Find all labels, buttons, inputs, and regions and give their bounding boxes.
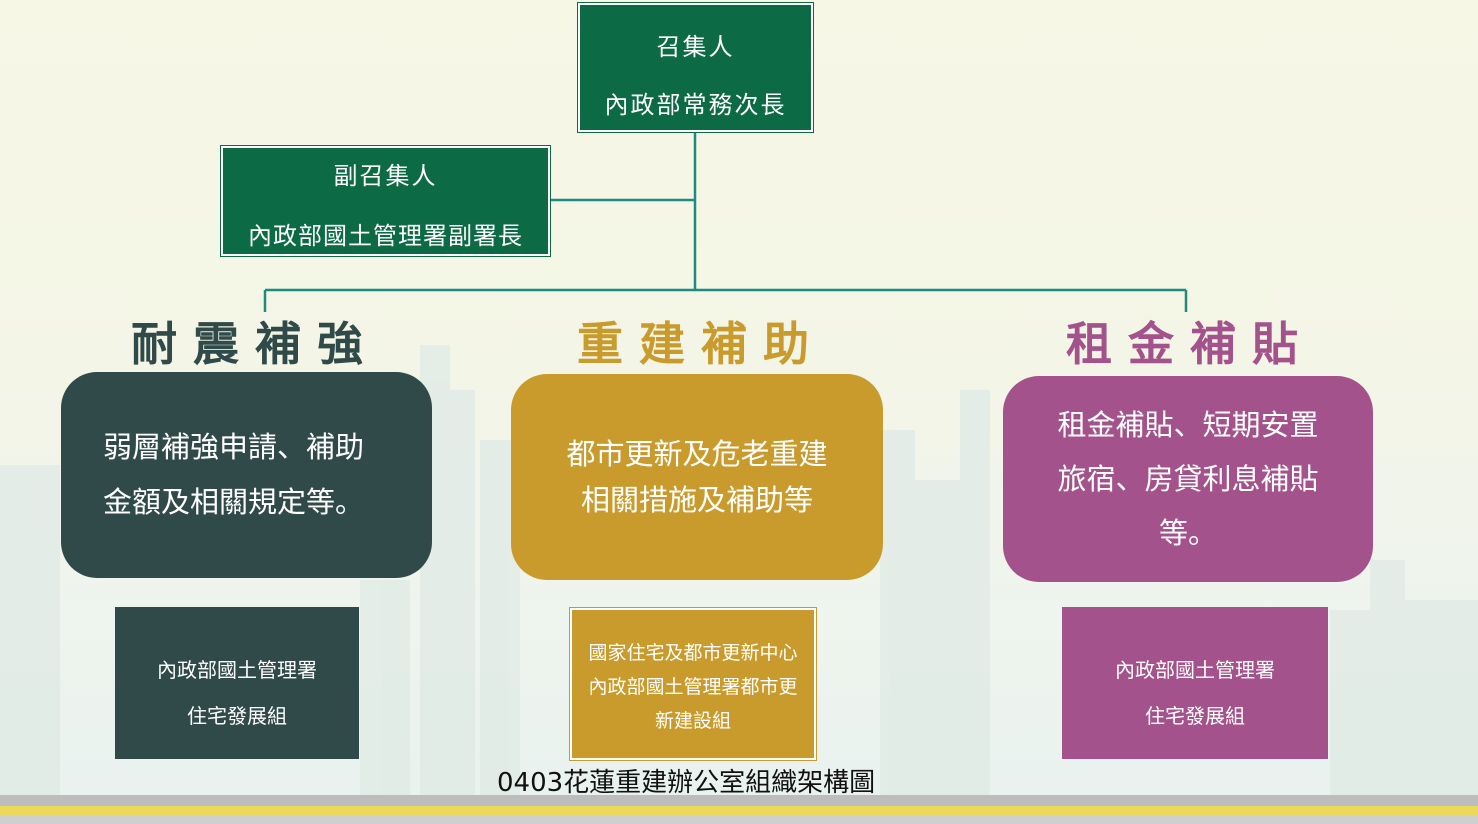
card-line: 租金補貼、短期安置 — [1057, 408, 1319, 442]
card-line: 弱層補強申請、補助 — [103, 430, 365, 464]
reconstruction-subsidy-unit-box: 國家住宅及都市更新中心 內政部國土管理署都市更 新建設組 — [569, 607, 817, 761]
unit-line: 內政部國土管理署 — [1115, 658, 1275, 682]
unit-line: 住宅發展組 — [1145, 704, 1245, 728]
branch-heading-seismic-retrofit: 耐震補強 — [131, 317, 379, 371]
unit-line: 國家住宅及都市更新中心 — [588, 642, 798, 664]
card-line: 金額及相關規定等。 — [103, 485, 365, 519]
rent-subsidy-card: 租金補貼、短期安置 旅宿、房貸利息補貼 等。 — [1003, 376, 1373, 582]
footer-band-gray-bottom — [0, 816, 1478, 824]
card-line: 等。 — [1158, 516, 1217, 550]
seismic-retrofit-unit-box: 內政部國土管理署 住宅發展組 — [115, 607, 359, 759]
convener-role: 召集人 — [656, 33, 735, 61]
deputy-role: 副召集人 — [333, 162, 438, 190]
unit-line: 內政部國土管理署都市更 — [588, 676, 798, 698]
unit-line: 內政部國土管理署 — [157, 658, 317, 682]
rent-subsidy-unit-box: 內政部國土管理署 住宅發展組 — [1062, 607, 1328, 759]
card-line: 都市更新及危老重建 — [566, 437, 828, 471]
footer-band-gray — [0, 795, 1478, 806]
diagram-caption: 0403花蓮重建辦公室組織架構圖 — [497, 768, 876, 798]
deputy-title: 內政部國土管理署副署長 — [248, 222, 523, 250]
unit-line: 新建設組 — [654, 710, 731, 732]
convener-title: 內政部常務次長 — [604, 91, 787, 119]
convener-box: 召集人 內政部常務次長 — [577, 2, 814, 133]
card-line: 相關措施及補助等 — [580, 483, 813, 517]
card-line: 旅宿、房貸利息補貼 — [1057, 462, 1319, 496]
branch-heading-rent-subsidy: 租金補貼 — [1066, 317, 1314, 371]
footer-band-yellow — [0, 806, 1478, 816]
seismic-retrofit-card: 弱層補強申請、補助 金額及相關規定等。 — [61, 372, 432, 578]
branch-heading-reconstruction-subsidy: 重建補助 — [577, 317, 825, 371]
deputy-convener-box: 副召集人 內政部國土管理署副署長 — [220, 145, 551, 257]
unit-line: 住宅發展組 — [187, 704, 287, 728]
reconstruction-subsidy-card: 都市更新及危老重建 相關措施及補助等 — [511, 374, 883, 580]
city-skyline-background — [0, 345, 1478, 800]
